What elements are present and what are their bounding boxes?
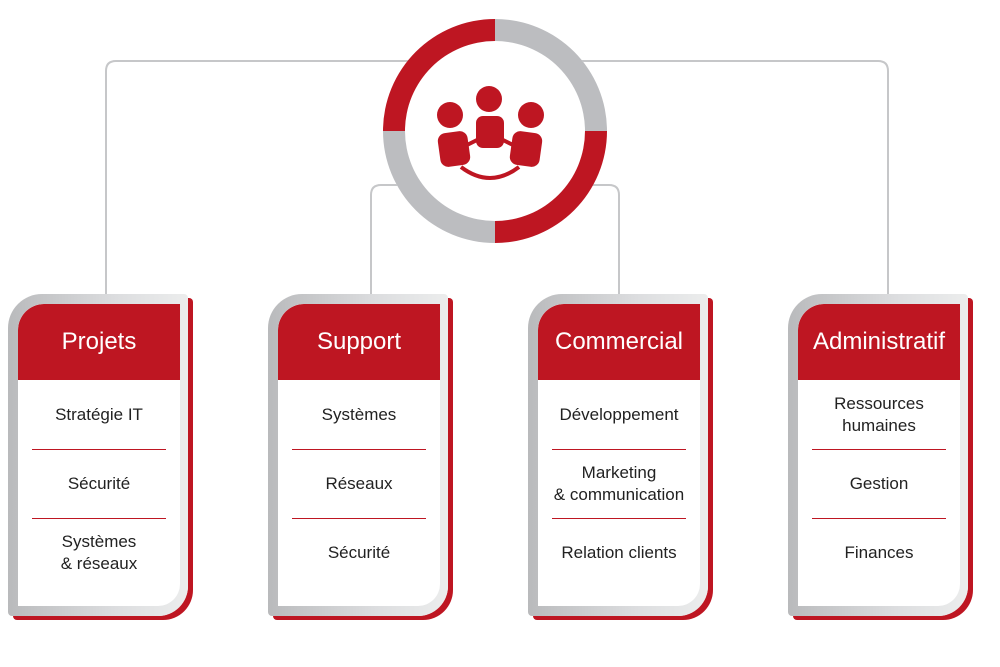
card-item: Systèmes [278,380,440,449]
card-item: Développement [538,380,700,449]
card-item-label: Développement [559,404,679,424]
people-icon [437,86,544,180]
card-item: Gestion [798,449,960,518]
card-item: Stratégie IT [18,380,180,449]
card-item-label: Sécurité [67,473,131,493]
card-item-label: Finances [844,542,914,562]
card-title: Support [278,304,440,380]
card-item: Ressources humaines [798,380,960,449]
card-item-label: Marketing & communication [553,462,685,504]
card-item-label: Sécurité [327,542,391,562]
card-item-label: Gestion [849,473,909,493]
team-hub-icon [383,19,607,243]
card-title: Commercial [538,304,700,380]
card-item: Finances [798,518,960,587]
card-item-label: Systèmes & réseaux [60,531,138,573]
card-item: Relation clients [538,518,700,587]
card-item: Sécurité [18,449,180,518]
card-item: Marketing & communication [538,449,700,518]
card-item: Systèmes & réseaux [18,518,180,587]
card-item-label: Réseaux [325,473,393,493]
card-title: Projets [18,304,180,380]
card-item: Réseaux [278,449,440,518]
card-item-label: Stratégie IT [55,404,143,424]
card-item-label: Ressources humaines [834,393,924,435]
card-item-label: Systèmes [321,404,397,424]
card-title: Administratif [798,304,960,380]
card-item: Sécurité [278,518,440,587]
card-item-label: Relation clients [561,542,677,562]
